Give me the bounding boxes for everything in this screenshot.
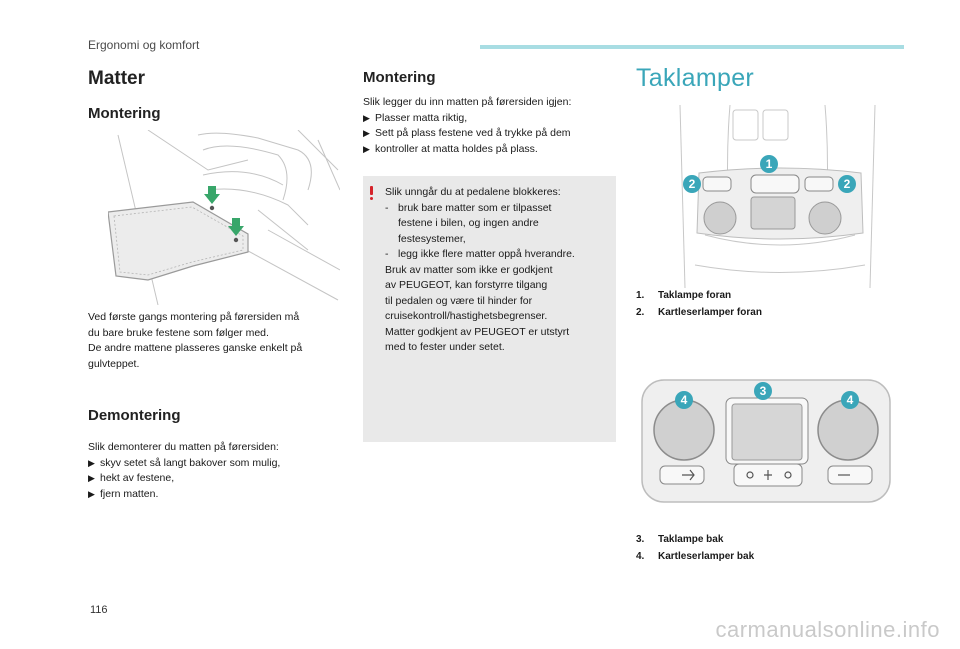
header-accent-bar (480, 45, 904, 49)
front-legend: 1.Taklampe foran 2.Kartleserlamper foran (636, 287, 762, 321)
removal-text: Slik demonterer du matten på førersiden:… (88, 440, 348, 502)
legend-item: 2.Kartleserlamper foran (636, 307, 762, 318)
warning-item: - bruk bare matter som er tilpasset fest… (385, 201, 552, 245)
ceiling-lamps-title: Taklamper (636, 64, 755, 92)
callout-4-right: 4 (841, 391, 859, 409)
legend-item: 3.Taklampe bak (636, 534, 724, 545)
page-title-matter: Matter (88, 68, 146, 89)
bullet-icon: ▶ (363, 143, 370, 154)
legend-item: 4.Kartleserlamper bak (636, 551, 755, 562)
callout-2-right: 2 (838, 175, 856, 193)
removal-step: ▶skyv setet så langt bakover som mulig, (88, 456, 348, 472)
warning-paragraph: Bruk av matter som ikke er godkjent av P… (385, 263, 570, 354)
bullet-icon: ▶ (88, 473, 95, 483)
callout-2-left: 2 (683, 175, 701, 193)
mounting-text-line: du bare bruke festene som følger med. (88, 326, 269, 339)
warning-item: - legg ikke flere matter oppå hverandre. (385, 248, 575, 260)
warning-box: Slik unngår du at pedalene blokkeres: - … (363, 176, 616, 442)
mounting-text-line: De andre mattene plasseres ganske enkelt… (88, 342, 303, 354)
bullet-icon: ▶ (88, 457, 95, 468)
middle-intro: Slik legger du inn matten på førersiden … (363, 96, 572, 108)
rear-legend: 3.Taklampe bak 4.Kartleserlamper bak (636, 531, 754, 565)
middle-step: ▶Sett på plass festene ved å trykke på d… (363, 126, 618, 142)
mounting-text-line: gulvteppet. (88, 357, 140, 370)
mounting-text-line: Ved første gangs montering på førersiden… (88, 311, 300, 323)
middle-step: ▶kontroller at matta holdes på plass. (363, 142, 618, 158)
page-number: 116 (90, 604, 108, 616)
removal-intro: Slik demonterer du matten på førersiden: (88, 441, 279, 453)
section-label: Ergonomi og komfort (88, 38, 200, 52)
watermark: carmanualsonline.info (715, 617, 940, 642)
middle-steps: Slik legger du inn matten på førersiden … (363, 95, 618, 157)
mounting-text: Ved første gangs montering på førersiden… (88, 310, 348, 372)
bullet-icon: ▶ (88, 488, 95, 499)
front-ceiling-lamp-illustration (675, 105, 885, 288)
rear-ceiling-lamp-illustration (640, 378, 892, 504)
warning-intro: Slik unngår du at pedalene blokkeres: (385, 186, 561, 198)
bullet-icon: ▶ (363, 128, 370, 138)
callout-1: 1 (760, 155, 778, 173)
legend-item: 1.Taklampe foran (636, 290, 732, 301)
bullet-icon: ▶ (363, 112, 370, 123)
mounting-heading: Montering (88, 105, 161, 122)
removal-heading: Demontering (88, 407, 181, 424)
removal-step: ▶fjern matten. (88, 487, 348, 503)
warning-icon (370, 186, 374, 200)
callout-4-left: 4 (675, 391, 693, 409)
middle-step: ▶Plasser matta riktig, (363, 111, 618, 127)
callout-3: 3 (754, 382, 772, 400)
middle-heading: Montering (363, 69, 436, 86)
removal-step: ▶hekt av festene, (88, 471, 348, 487)
floor-mat-illustration (108, 130, 340, 305)
